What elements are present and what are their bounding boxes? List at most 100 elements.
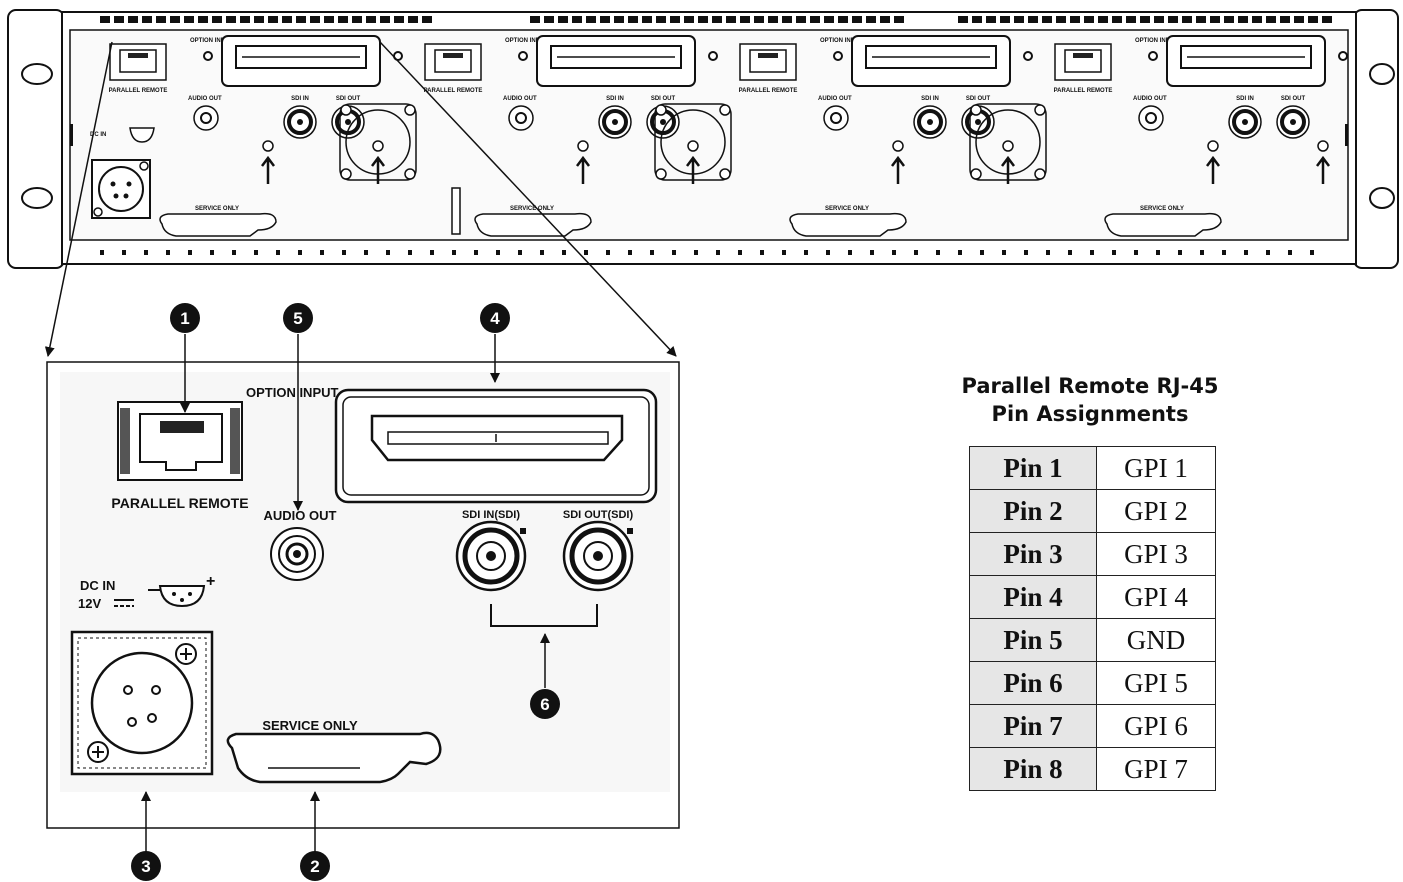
screw-icon bbox=[404, 168, 416, 180]
vent-slot bbox=[1056, 16, 1066, 23]
vent-hole bbox=[430, 250, 434, 255]
service-port-icon bbox=[474, 212, 592, 237]
vent-slot bbox=[838, 16, 848, 23]
vent-hole bbox=[980, 250, 984, 255]
vent-slot bbox=[1308, 16, 1318, 23]
vent-hole bbox=[1024, 250, 1028, 255]
vent-hole bbox=[386, 250, 390, 255]
vent-hole bbox=[254, 250, 258, 255]
vent-slot bbox=[1224, 16, 1234, 23]
callout-badge-2: 2 bbox=[300, 851, 330, 881]
vent-hole bbox=[364, 250, 368, 255]
vent-hole bbox=[408, 250, 412, 255]
screw-icon bbox=[577, 140, 589, 152]
vent-slot bbox=[628, 16, 638, 23]
callout-badge-3: 3 bbox=[131, 851, 161, 881]
polarity-pin bbox=[180, 598, 184, 602]
vent-slot bbox=[394, 16, 404, 23]
service-only-label: SERVICE ONLY bbox=[510, 206, 554, 212]
vent-hole bbox=[1002, 250, 1006, 255]
service-port-icon bbox=[789, 212, 907, 237]
vent-slot bbox=[380, 16, 390, 23]
option-input-connector: OPTION INPUT bbox=[246, 385, 658, 504]
vent-slot bbox=[1112, 16, 1122, 23]
vent-hole bbox=[1046, 250, 1050, 255]
vent-hole bbox=[694, 250, 698, 255]
parallel-remote-label: PARALLEL REMOTE bbox=[424, 88, 483, 94]
rack-mount-hole-icon bbox=[1369, 63, 1395, 85]
callout-number: 1 bbox=[180, 309, 189, 328]
vent-slot bbox=[782, 16, 792, 23]
vent-slot bbox=[1042, 16, 1052, 23]
rj45-flange-left bbox=[120, 408, 130, 474]
vent-hole bbox=[1068, 250, 1072, 255]
vent-hole bbox=[804, 250, 808, 255]
polarity-pin bbox=[188, 592, 192, 596]
rj45-pins bbox=[758, 53, 778, 58]
vent-hole bbox=[782, 250, 786, 255]
vent-slot bbox=[754, 16, 764, 23]
screw-icon bbox=[892, 140, 904, 152]
vent-slot bbox=[852, 16, 862, 23]
service-port-icon bbox=[159, 212, 277, 237]
screw-icon bbox=[518, 51, 528, 61]
plus-sign-icon: + bbox=[206, 573, 215, 590]
value-cell: GPI 6 bbox=[1096, 704, 1216, 748]
bnc-pin bbox=[1290, 119, 1296, 125]
vent-hole bbox=[1222, 250, 1226, 255]
screw-icon bbox=[1034, 168, 1046, 180]
sdi-in-bnc: SDI IN(SDI) bbox=[455, 509, 527, 592]
vent-slot bbox=[986, 16, 996, 23]
bnc-pin bbox=[927, 119, 933, 125]
vent-hole bbox=[320, 250, 324, 255]
value-cell: GPI 1 bbox=[1096, 446, 1216, 490]
vent-slot bbox=[366, 16, 376, 23]
rack-mount-hole-icon bbox=[1369, 187, 1395, 209]
up-arrow-icon bbox=[576, 155, 590, 184]
vent-slot bbox=[1252, 16, 1262, 23]
vent-slot bbox=[114, 16, 124, 23]
vent-hole bbox=[584, 250, 588, 255]
vent-hole bbox=[1244, 250, 1248, 255]
service-only-label: SERVICE ONLY bbox=[195, 206, 239, 212]
service-only-label: SERVICE ONLY bbox=[825, 206, 869, 212]
top-power-section: DC IN bbox=[90, 127, 155, 219]
parallel-remote-label: PARALLEL REMOTE bbox=[739, 88, 798, 94]
screw-icon bbox=[655, 168, 667, 180]
vent-slot bbox=[156, 16, 166, 23]
pin-cell: Pin 6 bbox=[969, 661, 1097, 705]
vent-hole bbox=[606, 250, 610, 255]
vent-hole bbox=[1200, 250, 1204, 255]
vent-hole bbox=[1090, 250, 1094, 255]
top-xlr-pin bbox=[123, 193, 129, 199]
vent-slot bbox=[1280, 16, 1290, 23]
vent-slot bbox=[1070, 16, 1080, 23]
bnc-pin bbox=[612, 119, 618, 125]
audio-jack-core bbox=[515, 112, 527, 124]
audio-out-label: AUDIO OUT bbox=[188, 96, 222, 102]
top-vent-strip bbox=[100, 16, 1332, 23]
vent-slot bbox=[296, 16, 306, 23]
service-only-label: SERVICE ONLY bbox=[1140, 206, 1184, 212]
sdi-label: SDI OUT bbox=[336, 96, 361, 102]
dc-voltage-label: 12V bbox=[78, 596, 101, 611]
vent-slot bbox=[958, 16, 968, 23]
callout-badge-6: 6 bbox=[530, 689, 560, 719]
callout-badge-4: 4 bbox=[480, 303, 510, 333]
vent-hole bbox=[914, 250, 918, 255]
rack-ear-left bbox=[7, 9, 65, 269]
vent-slot bbox=[338, 16, 348, 23]
screw-icon bbox=[970, 104, 982, 116]
screw-icon bbox=[1317, 140, 1329, 152]
callout-number: 4 bbox=[490, 309, 500, 328]
audio-jack-core bbox=[830, 112, 842, 124]
vent-hole bbox=[760, 250, 764, 255]
top-xlr-pin bbox=[113, 193, 119, 199]
screw-icon bbox=[404, 104, 416, 116]
